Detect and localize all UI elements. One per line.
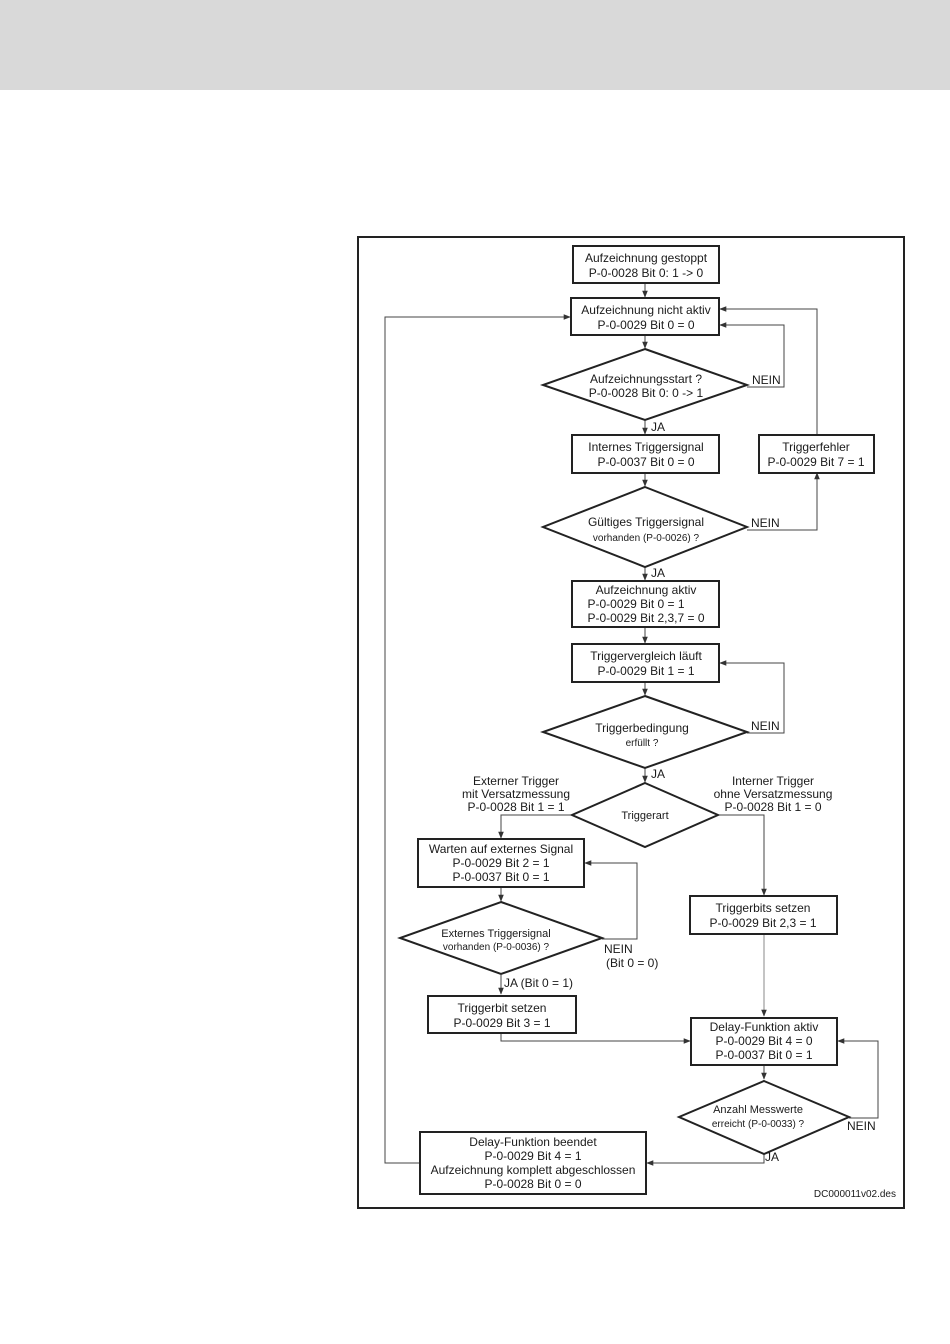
svg-text:Gültiges Triggersignal: Gültiges Triggersignal	[588, 515, 704, 529]
doc-id: DC000011v02.des	[814, 1189, 896, 1200]
svg-text:Aufzeichnung nicht aktiv: Aufzeichnung nicht aktiv	[581, 303, 710, 317]
label-bit0: (Bit 0 = 0)	[606, 956, 658, 970]
svg-text:P-0-0029 Bit 2,3,7 = 0: P-0-0029 Bit 2,3,7 = 0	[587, 611, 704, 625]
svg-text:Externes Triggersignal: Externes Triggersignal	[441, 928, 550, 940]
svg-text:erreicht (P-0-0033) ?: erreicht (P-0-0033) ?	[712, 1119, 805, 1130]
label-nein-start: NEIN	[752, 373, 781, 387]
svg-text:Delay-Funktion beendet: Delay-Funktion beendet	[469, 1135, 597, 1149]
label-external-trigger: Externer Trigger	[473, 774, 559, 788]
svg-text:P-0-0029 Bit 0 = 0: P-0-0029 Bit 0 = 0	[597, 318, 694, 332]
edge-labels: NEIN JA NEIN JA NEIN JA Externer Trigger…	[462, 373, 896, 1200]
svg-text:P-0-0029 Bit 2,3 = 1: P-0-0029 Bit 2,3 = 1	[709, 916, 816, 930]
svg-text:P-0-0029 Bit 1 = 1: P-0-0029 Bit 1 = 1	[597, 664, 694, 678]
svg-text:Aufzeichnung aktiv: Aufzeichnung aktiv	[596, 583, 697, 597]
node-aufzeichnung-nicht-aktiv: Aufzeichnung nicht aktiv P-0-0029 Bit 0 …	[570, 297, 720, 336]
svg-text:P-0-0037 Bit 0 = 1: P-0-0037 Bit 0 = 1	[715, 1048, 812, 1062]
connectors	[384, 283, 879, 1166]
label-ja-count: JA	[765, 1150, 779, 1164]
svg-text:Aufzeichnung komplett abgeschl: Aufzeichnung komplett abgeschlossen	[431, 1163, 636, 1177]
svg-text:P-0-0029 Bit 4 = 0: P-0-0029 Bit 4 = 0	[715, 1034, 812, 1048]
label-nein-ext: NEIN	[604, 942, 633, 956]
svg-text:Triggerfehler: Triggerfehler	[782, 440, 850, 454]
node-triggerbit-setzen: Triggerbit setzen P-0-0029 Bit 3 = 1	[427, 995, 577, 1034]
label-nein-valid: NEIN	[751, 516, 780, 530]
label-external-trigger-mode: mit Versatzmessung	[462, 787, 570, 801]
svg-text:Triggerbedingung: Triggerbedingung	[595, 721, 689, 735]
label-ja-cond: JA	[651, 767, 665, 781]
svg-text:P-0-0028 Bit 0 = 0: P-0-0028 Bit 0 = 0	[484, 1177, 581, 1191]
diagram-frame	[357, 236, 905, 1209]
node-delay-funktion-beendet: Delay-Funktion beendet P-0-0029 Bit 4 = …	[419, 1131, 647, 1195]
svg-text:Anzahl Messwerte: Anzahl Messwerte	[713, 1104, 803, 1116]
page-header-band	[0, 0, 950, 90]
svg-text:P-0-0029 Bit 3 = 1: P-0-0029 Bit 3 = 1	[453, 1016, 550, 1030]
svg-text:Aufzeichnung gestoppt: Aufzeichnung gestoppt	[585, 251, 708, 265]
svg-text:P-0-0029 Bit 2 = 1: P-0-0029 Bit 2 = 1	[452, 856, 549, 870]
decision-triggerart: Triggerart	[569, 781, 721, 849]
decision-anzahl-messwerte: Anzahl Messwerte erreicht (P-0-0033) ?	[676, 1079, 852, 1156]
node-triggerbits-setzen: Triggerbits setzen P-0-0029 Bit 2,3 = 1	[689, 895, 838, 935]
decision-externes-triggersignal: Externes Triggersignal vorhanden (P-0-00…	[397, 900, 605, 976]
svg-text:Delay-Funktion aktiv: Delay-Funktion aktiv	[710, 1020, 819, 1034]
label-external-trigger-param: P-0-0028 Bit 1 = 1	[467, 800, 564, 814]
svg-text:P-0-0029 Bit 4 = 1: P-0-0029 Bit 4 = 1	[484, 1149, 581, 1163]
label-nein-count: NEIN	[847, 1119, 876, 1133]
label-ja-start: JA	[651, 420, 665, 434]
label-ja-bit: JA (Bit 0 = 1)	[504, 976, 573, 990]
label-internal-trigger-param: P-0-0028 Bit 1 = 0	[724, 800, 821, 814]
node-delay-funktion-aktiv: Delay-Funktion aktiv P-0-0029 Bit 4 = 0 …	[690, 1017, 838, 1066]
svg-text:P-0-0028 Bit 0: 0 -> 1: P-0-0028 Bit 0: 0 -> 1	[589, 386, 704, 400]
decision-triggerbedingung: Triggerbedingung erfüllt ?	[539, 694, 751, 770]
node-aufzeichnung-gestoppt: Aufzeichnung gestoppt P-0-0028 Bit 0: 1 …	[572, 245, 720, 284]
svg-text:Internes Triggersignal: Internes Triggersignal	[588, 440, 703, 454]
node-triggerfehler: Triggerfehler P-0-0029 Bit 7 = 1	[758, 434, 875, 474]
decision-aufzeichnungsstart: Aufzeichnungsstart ? P-0-0028 Bit 0: 0 -…	[539, 347, 751, 422]
svg-text:vorhanden (P-0-0036) ?: vorhanden (P-0-0036) ?	[443, 942, 550, 953]
svg-text:P-0-0028 Bit 0: 1 -> 0: P-0-0028 Bit 0: 1 -> 0	[589, 266, 704, 280]
svg-text:P-0-0029 Bit 7 = 1: P-0-0029 Bit 7 = 1	[767, 455, 864, 469]
label-ja-valid: JA	[651, 566, 665, 580]
svg-text:Triggerbit setzen: Triggerbit setzen	[458, 1001, 547, 1015]
svg-text:Triggervergleich läuft: Triggervergleich läuft	[590, 649, 702, 663]
node-triggervergleich-laeuft: Triggervergleich läuft P-0-0029 Bit 1 = …	[571, 643, 720, 683]
svg-text:Aufzeichnungsstart ?: Aufzeichnungsstart ?	[590, 372, 702, 386]
svg-text:vorhanden (P-0-0026) ?: vorhanden (P-0-0026) ?	[593, 533, 700, 544]
svg-text:Triggerbits setzen: Triggerbits setzen	[716, 901, 811, 915]
decision-gueltiges-triggersignal: Gültiges Triggersignal vorhanden (P-0-00…	[540, 485, 750, 569]
svg-text:P-0-0037 Bit 0 = 1: P-0-0037 Bit 0 = 1	[452, 870, 549, 884]
svg-text:P-0-0037 Bit 0 = 0: P-0-0037 Bit 0 = 0	[597, 455, 694, 469]
svg-text:erfüllt ?: erfüllt ?	[626, 738, 659, 749]
svg-text:Warten auf externes Signal: Warten auf externes Signal	[429, 842, 573, 856]
label-nein-cond: NEIN	[751, 719, 780, 733]
label-internal-trigger-mode: ohne Versatzmessung	[714, 787, 833, 801]
svg-text:P-0-0029 Bit 0 = 1: P-0-0029 Bit 0 = 1	[587, 597, 684, 611]
svg-text:Triggerart: Triggerart	[621, 810, 668, 822]
node-internes-triggersignal: Internes Triggersignal P-0-0037 Bit 0 = …	[571, 434, 720, 474]
node-warten-auf-externes-signal: Warten auf externes Signal P-0-0029 Bit …	[417, 838, 585, 888]
node-aufzeichnung-aktiv: Aufzeichnung aktiv P-0-0029 Bit 0 = 1 P-…	[571, 580, 720, 628]
label-internal-trigger: Interner Trigger	[732, 774, 814, 788]
